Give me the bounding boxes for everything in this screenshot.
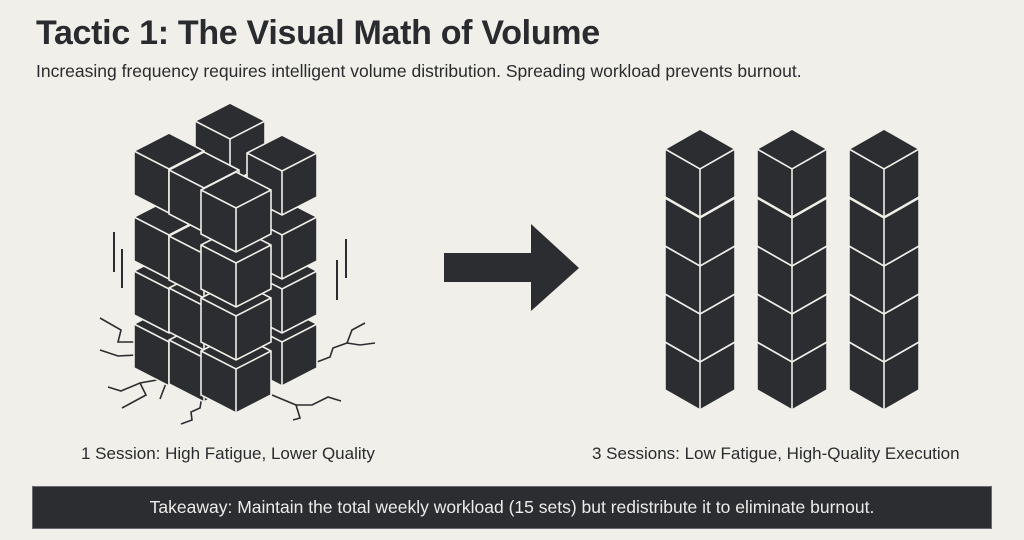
- shake-lines: [113, 232, 347, 300]
- stack-1: [664, 128, 736, 411]
- right-arrow-icon: [444, 224, 579, 311]
- stack-2: [756, 128, 828, 411]
- takeaway-text: Takeaway: Maintain the total weekly work…: [149, 497, 875, 517]
- takeaway-banner: Takeaway: Maintain the total weekly work…: [32, 486, 992, 529]
- stack-3: [848, 128, 920, 411]
- page-subtitle: Increasing frequency requires intelligen…: [36, 61, 802, 81]
- cracked-tower-illustration: [99, 102, 376, 425]
- left-caption: 1 Session: High Fatigue, Lower Quality: [81, 444, 375, 463]
- page-title: Tactic 1: The Visual Math of Volume: [36, 14, 600, 52]
- right-caption: 3 Sessions: Low Fatigue, High-Quality Ex…: [592, 444, 960, 463]
- three-stacks-illustration: [664, 128, 920, 411]
